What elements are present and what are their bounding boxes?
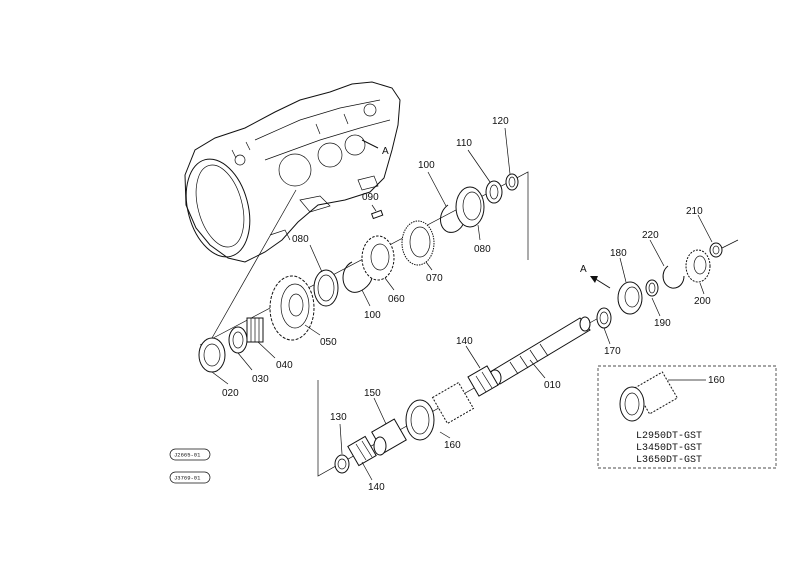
gear-160-variant [619, 371, 679, 422]
part-label-040: 040 [276, 360, 293, 371]
ref-code-stamp-1: J2665-01 [169, 448, 211, 461]
axis-line-right [721, 239, 739, 249]
collar-030 [228, 326, 248, 354]
gear-160 [405, 381, 475, 441]
part-label-100-upper: 100 [418, 160, 435, 171]
variant-model-1: L2950DT-GST [636, 431, 702, 442]
housing-view-marker: A [382, 146, 389, 157]
part-label-050: 050 [320, 337, 337, 348]
view-marker-a: A [580, 264, 587, 275]
gear-200 [685, 249, 711, 283]
ring-080-upper [455, 186, 485, 228]
assembly-leader-line [211, 189, 297, 339]
part-label-200: 200 [694, 296, 711, 307]
bearing-180 [617, 281, 643, 315]
part-label-080-upper: 080 [474, 244, 491, 255]
washer-130 [334, 454, 350, 474]
snap-ring-100-lower [342, 261, 373, 293]
ref-code-2: J3769-01 [174, 475, 201, 482]
part-label-020: 020 [222, 388, 239, 399]
ref-code-1: J2665-01 [174, 452, 201, 459]
part-label-120: 120 [492, 116, 509, 127]
part-label-170: 170 [604, 346, 621, 357]
ring-210 [709, 242, 723, 258]
part-label-070: 070 [426, 273, 443, 284]
transmission-housing [184, 81, 401, 263]
key-090 [370, 209, 384, 220]
housing-view-arrow [361, 139, 379, 149]
ring-120 [505, 173, 519, 191]
part-label-150: 150 [364, 388, 381, 399]
part-label-160-lower: 160 [444, 440, 461, 451]
main-shaft-010 [488, 316, 591, 387]
gear-060 [361, 235, 395, 281]
collar-190 [645, 279, 659, 297]
part-label-010: 010 [544, 380, 561, 391]
part-label-060: 060 [388, 294, 405, 305]
part-label-110: 110 [456, 138, 472, 149]
view-arrow [593, 277, 611, 289]
part-label-100-lower: 100 [364, 310, 381, 321]
part-label-080-lower: 080 [292, 234, 309, 245]
bearing-140-lower [347, 435, 377, 467]
part-label-090: 090 [362, 192, 379, 203]
gear-050 [269, 275, 315, 341]
part-label-140-upper: 140 [456, 336, 473, 347]
collar-170 [596, 307, 612, 329]
part-label-180: 180 [610, 248, 627, 259]
part-label-220: 220 [642, 230, 659, 241]
part-label-140-lower: 140 [368, 482, 385, 493]
snap-ring-100-upper [440, 204, 465, 233]
part-label-190: 190 [654, 318, 671, 329]
bearing-040 [246, 317, 264, 343]
bearing-140-upper [467, 365, 499, 397]
part-label-130: 130 [330, 412, 347, 423]
sleeve-070 [401, 220, 435, 266]
part-label-210: 210 [686, 206, 703, 217]
snap-ring-220 [662, 265, 685, 289]
bearing-020 [198, 337, 226, 373]
variant-model-3: L3650DT-GST [636, 455, 702, 466]
ref-code-stamp-2: J3769-01 [169, 471, 211, 484]
part-label-030: 030 [252, 374, 269, 385]
sleeve-150 [371, 418, 407, 456]
part-label-160-variant: 160 [708, 375, 725, 386]
view-arrow-head [590, 276, 598, 283]
washer-110 [485, 180, 503, 204]
variant-model-2: L3450DT-GST [636, 443, 702, 454]
ring-080-lower [313, 269, 339, 307]
